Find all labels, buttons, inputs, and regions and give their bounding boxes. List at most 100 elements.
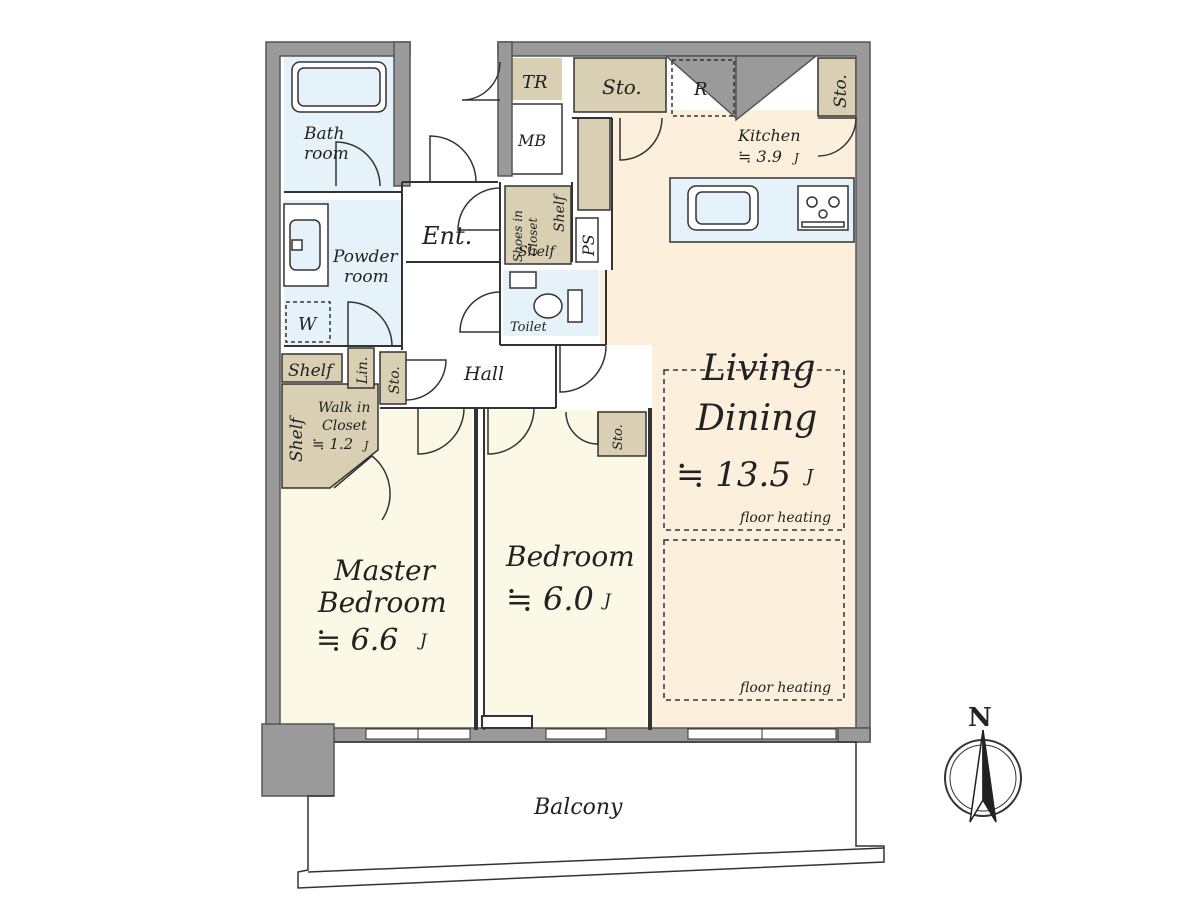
ps-shaft bbox=[575, 217, 599, 263]
window-bedroom bbox=[545, 728, 607, 740]
toilet-label: Toilet bbox=[510, 320, 547, 335]
master-size: ≒ 6.6 bbox=[316, 623, 398, 658]
wall-bath-right bbox=[393, 41, 411, 187]
north-label: N bbox=[968, 703, 992, 733]
living-size: ≒ 13.5 bbox=[676, 455, 791, 495]
bathroom-label-1: Bath bbox=[303, 124, 344, 144]
floor-heating-label-1: floor heating bbox=[739, 510, 831, 526]
door-bed-sto[interactable] bbox=[565, 411, 599, 445]
toilet-tank bbox=[567, 289, 583, 323]
bedroom-sto-area bbox=[597, 411, 647, 457]
windows bbox=[365, 728, 837, 740]
master-bedroom-area bbox=[280, 410, 472, 730]
compass-needle-left bbox=[969, 729, 984, 823]
vanity-tap bbox=[291, 239, 303, 251]
burner-2 bbox=[828, 196, 840, 208]
master-unit: J bbox=[417, 631, 428, 651]
kitchen-sto-area bbox=[573, 57, 667, 113]
balcony-pillar bbox=[261, 723, 335, 797]
balcony-rail bbox=[307, 847, 885, 873]
kitchen-label: Kitchen bbox=[737, 126, 801, 145]
floor-heating-zone-2 bbox=[663, 539, 845, 701]
door-bath[interactable] bbox=[335, 141, 381, 187]
bedroom-sto-label: Sto. bbox=[611, 424, 626, 450]
wall-entry-column bbox=[497, 41, 513, 177]
hall-label: Hall bbox=[463, 363, 504, 385]
door-bedroom[interactable] bbox=[487, 407, 535, 455]
floor-heating-zone-1 bbox=[663, 369, 845, 531]
hall-sto-label: Sto. bbox=[387, 366, 403, 394]
door-mb[interactable] bbox=[461, 61, 501, 101]
doors bbox=[333, 61, 857, 521]
kitchen-unit: J bbox=[791, 151, 800, 165]
ps-label: PS bbox=[579, 234, 598, 257]
burner-3 bbox=[818, 209, 828, 219]
bedroom-unit: J bbox=[601, 591, 612, 611]
washer-space bbox=[285, 301, 331, 343]
powder-label-2: room bbox=[344, 267, 389, 287]
north-compass: N bbox=[944, 703, 1022, 823]
wic-label-2: Closet bbox=[322, 418, 367, 434]
balcony-label: Balcony bbox=[533, 795, 623, 820]
door-living[interactable] bbox=[559, 345, 607, 393]
corner-sto-label: Sto. bbox=[831, 74, 851, 108]
wic-size: ≒ 1.2 bbox=[312, 435, 353, 453]
wic-shelf-top-label: Shelf bbox=[288, 361, 335, 381]
door-hall-sto[interactable] bbox=[405, 359, 447, 401]
linen-area bbox=[347, 347, 375, 389]
bedroom-label: Bedroom bbox=[505, 540, 635, 573]
interior-walls bbox=[284, 117, 652, 730]
wic-shelf-side-label: Shelf bbox=[287, 415, 307, 462]
wall-lower-right bbox=[837, 727, 871, 743]
hall-sto-area bbox=[379, 351, 407, 405]
bedroom-area bbox=[484, 410, 646, 728]
master-label-2: Bedroom bbox=[317, 586, 447, 619]
linen-label: Lin. bbox=[355, 357, 371, 385]
wic-label-1: Walk in bbox=[318, 400, 370, 416]
vanity-basin bbox=[289, 219, 321, 271]
mb-label: MB bbox=[517, 131, 546, 150]
door-shoes[interactable] bbox=[457, 187, 501, 231]
door-entry[interactable] bbox=[429, 135, 477, 183]
living-unit: J bbox=[802, 466, 815, 487]
toilet-bowl bbox=[533, 293, 563, 319]
wic-shelf-top bbox=[281, 353, 343, 383]
door-kitchen-sto[interactable] bbox=[619, 117, 663, 161]
kitchen-size: ≒ 3.9 bbox=[738, 147, 782, 166]
labels: Bath room Powder room W TR MB Ent. Shoes… bbox=[287, 72, 851, 820]
door-wic[interactable] bbox=[333, 455, 391, 521]
compass-needle-right bbox=[982, 729, 997, 823]
floor-heating-label-2: floor heating bbox=[739, 680, 831, 696]
burner-1 bbox=[806, 196, 818, 208]
shoes-closet-area bbox=[504, 185, 572, 265]
bathtub-inner bbox=[297, 67, 381, 107]
refrigerator-space bbox=[671, 59, 735, 117]
bedroom-window-niche bbox=[481, 715, 533, 729]
tr-label: TR bbox=[522, 72, 548, 93]
living-label-1: Living bbox=[701, 348, 816, 389]
balcony bbox=[297, 741, 885, 889]
shoes-shelf-bottom: Shelf bbox=[518, 244, 557, 260]
kitchen-sink-inner bbox=[695, 191, 751, 225]
toilet-sink bbox=[509, 271, 537, 289]
door-master[interactable] bbox=[417, 407, 465, 455]
entrance-label: Ent. bbox=[421, 222, 472, 250]
living-label-2: Dining bbox=[695, 398, 817, 439]
powder-label-1: Powder bbox=[332, 247, 398, 267]
master-label-1: Master bbox=[333, 554, 437, 587]
door-corner-sto[interactable] bbox=[817, 117, 857, 157]
bedroom-size: ≒ 6.0 bbox=[506, 580, 594, 618]
fixtures bbox=[283, 59, 855, 701]
wall-wedge-2 bbox=[735, 55, 819, 122]
living-dining-area bbox=[600, 110, 860, 730]
refrigerator-label: R bbox=[693, 79, 708, 100]
wic-unit: J bbox=[362, 439, 369, 452]
tr-area bbox=[510, 58, 562, 100]
kitchen-sto-label: Sto. bbox=[602, 75, 642, 99]
shoes-label-1: Shoes in bbox=[511, 210, 525, 262]
shoes-shelf-label: Shelf bbox=[552, 193, 568, 232]
door-powder[interactable] bbox=[347, 301, 393, 347]
balcony-outline bbox=[297, 741, 885, 889]
door-toilet[interactable] bbox=[459, 291, 501, 333]
